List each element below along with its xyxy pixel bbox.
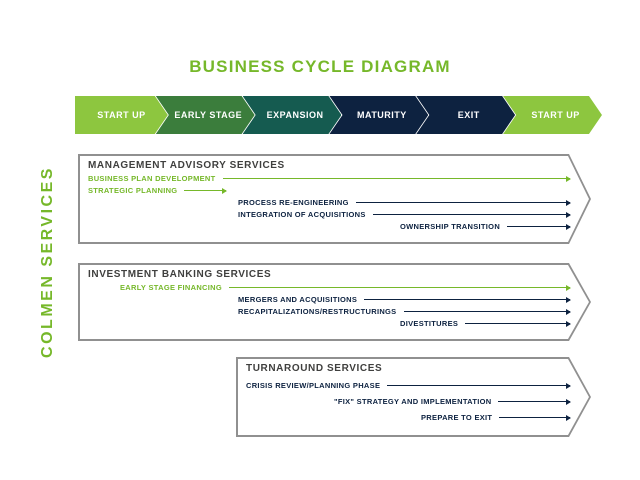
service-box-investment-banking: INVESTMENT BANKING SERVICES EARLY STAGE … [78, 263, 591, 341]
stage-label: START UP [97, 110, 146, 120]
box-content: INVESTMENT BANKING SERVICES EARLY STAGE … [88, 269, 575, 336]
colmen-services-vertical-label: COLMEN SERVICES [39, 166, 56, 358]
service-row: DIVESTITURES [88, 319, 575, 328]
box-background [80, 156, 589, 242]
service-label: DIVESTITURES [400, 319, 459, 328]
stage-label: MATURITY [356, 110, 407, 120]
service-arrow-line [499, 416, 570, 419]
service-label: INTEGRATION OF ACQUISITIONS [238, 210, 366, 219]
stage-chevron: START UP [503, 96, 602, 134]
service-label: "FIX" STRATEGY AND IMPLEMENTATION [334, 397, 492, 406]
service-box-management-advisory: MANAGEMENT ADVISORY SERVICES BUSINESS PL… [78, 154, 591, 244]
service-arrow-line [229, 286, 570, 289]
service-row: "FIX" STRATEGY AND IMPLEMENTATION [246, 397, 575, 406]
stage-label: EXIT [457, 110, 480, 120]
service-label: PREPARE TO EXIT [421, 413, 493, 422]
service-row: OWNERSHIP TRANSITION [88, 222, 575, 231]
stage-label: START UP [531, 110, 580, 120]
stage-label: EARLY STAGE [174, 110, 243, 120]
stage-chevron: MATURITY [329, 96, 428, 134]
service-box-turnaround: TURNAROUND SERVICES CRISIS REVIEW/PLANNI… [236, 357, 591, 437]
service-label: STRATEGIC PLANNING [88, 186, 178, 195]
service-row: PREPARE TO EXIT [246, 413, 575, 422]
box-background [238, 359, 589, 435]
stage-chevron: EXIT [416, 96, 515, 134]
service-arrow-line [498, 400, 570, 403]
page-title: BUSINESS CYCLE DIAGRAM [189, 57, 451, 76]
service-label: OWNERSHIP TRANSITION [400, 222, 501, 231]
service-label: CRISIS REVIEW/PLANNING PHASE [246, 381, 381, 390]
stage-chevron: EARLY STAGE [156, 96, 255, 134]
service-row: CRISIS REVIEW/PLANNING PHASE [246, 381, 575, 390]
service-row: STRATEGIC PLANNING [88, 186, 575, 195]
stage-label: EXPANSION [266, 110, 324, 120]
service-label: RECAPITALIZATIONS/RESTRUCTURINGS [238, 307, 397, 316]
service-arrow-line [184, 189, 227, 192]
section-title: INVESTMENT BANKING SERVICES [88, 269, 272, 280]
service-arrow-line [372, 213, 570, 216]
section-title: MANAGEMENT ADVISORY SERVICES [88, 160, 285, 171]
section-title: TURNAROUND SERVICES [246, 363, 383, 374]
service-arrow-line [387, 384, 570, 387]
stage-chevron: START UP [75, 96, 168, 134]
service-arrow-line [355, 201, 570, 204]
service-label: PROCESS RE-ENGINEERING [238, 198, 349, 207]
service-arrow-line [507, 225, 570, 228]
service-row: PROCESS RE-ENGINEERING [88, 198, 575, 207]
service-label: EARLY STAGE FINANCING [120, 283, 223, 292]
service-row: RECAPITALIZATIONS/RESTRUCTURINGS [88, 307, 575, 316]
box-content: MANAGEMENT ADVISORY SERVICES BUSINESS PL… [88, 160, 575, 239]
stage-chevron: EXPANSION [243, 96, 342, 134]
service-label: MERGERS AND ACQUISITIONS [238, 295, 358, 304]
box-content: TURNAROUND SERVICES CRISIS REVIEW/PLANNI… [246, 363, 575, 432]
box-background [80, 265, 589, 339]
service-row: MERGERS AND ACQUISITIONS [88, 295, 575, 304]
service-arrow-line [465, 322, 570, 325]
service-arrow-line [222, 177, 570, 180]
stage-chevron-bar: START UP EARLY STAGE EXPANSION MATURITY EXIT… [75, 96, 602, 134]
service-row: EARLY STAGE FINANCING [88, 283, 575, 292]
service-arrow-line [403, 310, 570, 313]
service-label: BUSINESS PLAN DEVELOPMENT [88, 174, 216, 183]
service-arrow-line [364, 298, 570, 301]
service-row: INTEGRATION OF ACQUISITIONS [88, 210, 575, 219]
service-row: BUSINESS PLAN DEVELOPMENT [88, 174, 575, 183]
